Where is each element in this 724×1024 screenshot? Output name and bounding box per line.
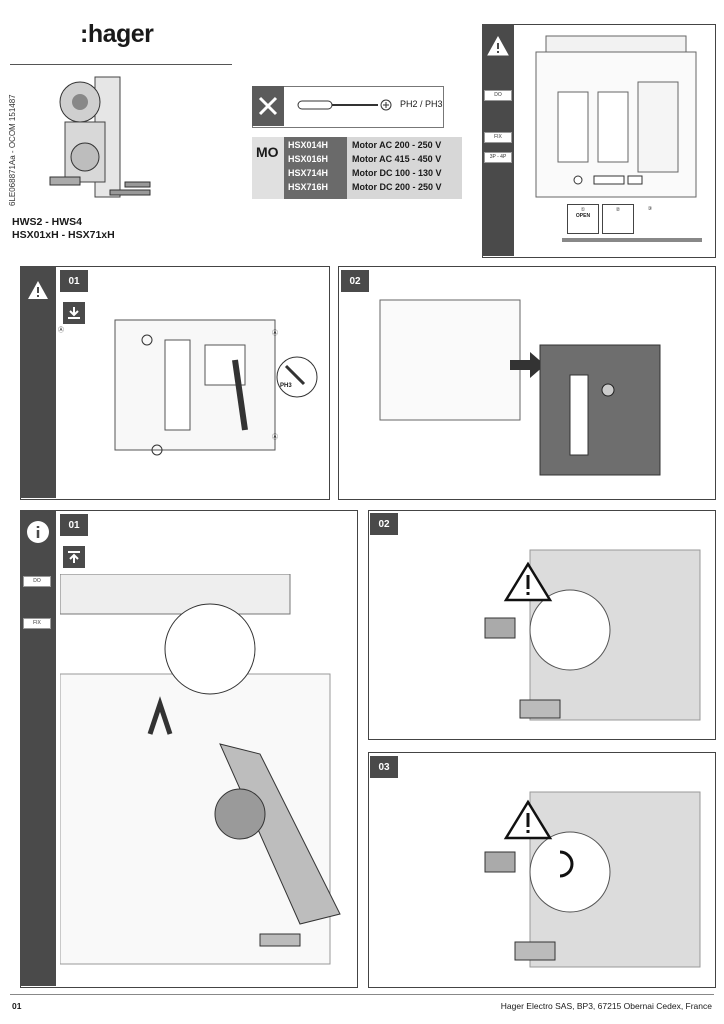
mo-desc-4: Motor DC 200 - 250 V: [352, 182, 442, 192]
mo-ref-column: [284, 137, 347, 199]
model-line-1: HWS2 - HWS4: [12, 216, 83, 228]
header-rule: [10, 64, 232, 65]
warning-icon: [487, 36, 509, 56]
hager-logo: :hager: [80, 20, 154, 48]
mo-desc-1: Motor AC 200 - 250 V: [352, 140, 442, 150]
marker-a-3: Ⓐ: [272, 435, 279, 441]
legend-bar: [562, 238, 702, 242]
legend-number-2: ②: [615, 207, 621, 213]
step-number: 03: [370, 756, 398, 778]
tools-icon: [252, 86, 284, 126]
step-number: 01: [60, 270, 88, 292]
step-panel-a-sidebar: [20, 266, 56, 498]
legend-discharge: ③: [638, 204, 662, 232]
document-reference: 6LE068871Aa - OCOM 151487: [8, 94, 17, 206]
step-number: 01: [60, 514, 88, 536]
tag-do: DO: [484, 90, 512, 101]
ph3-label: PH3: [280, 383, 292, 389]
mo-ref-2: HSX016H: [288, 154, 329, 164]
breaker-front-view: [535, 35, 697, 198]
mo-ref-3: HSX714H: [288, 168, 329, 178]
tag-fix: FIX: [23, 618, 51, 629]
mo-desc-column: [347, 137, 462, 199]
mo-desc-2: Motor AC 415 - 450 V: [352, 154, 442, 164]
marker-a-2: Ⓐ: [272, 331, 279, 337]
mo-desc-3: Motor DC 100 - 130 V: [352, 168, 442, 178]
mo-table-head: [252, 137, 284, 199]
screwdriver-size-label: PH2 / PH3: [400, 99, 443, 109]
info-icon: [27, 521, 49, 543]
screwdriver-icon: [297, 99, 392, 111]
marker-a-1: Ⓐ: [58, 328, 65, 334]
tag-poles: 3P - 4P: [484, 152, 512, 163]
legend-open-label: OPEN: [575, 213, 591, 219]
shaft-alignment-illustration: [484, 549, 701, 721]
model-line-2: HSX01xH - HSX71xH: [12, 228, 115, 241]
screwdriver-detail-circle: [276, 356, 318, 398]
legend-open-box: ① OPEN: [567, 204, 599, 234]
step-number: 02: [370, 513, 398, 535]
step-number: 02: [341, 270, 369, 292]
motor-operator-illustration: [49, 76, 151, 198]
unscrew-icon: [63, 302, 85, 324]
legend-spring-box: ②: [602, 204, 634, 234]
install-icon: [63, 546, 85, 568]
model-list: HWS2 - HWS4 HSX01xH - HSX71xH: [12, 216, 115, 241]
breaker-cover-illustration: [114, 319, 276, 456]
cover-removal-illustration: [379, 299, 661, 476]
page-number: 01: [12, 1001, 22, 1011]
mo-ref-1: HSX014H: [288, 140, 329, 150]
legend-number-1: ①: [580, 207, 586, 213]
step-panel-c-sidebar: [20, 510, 56, 986]
mo-ref-4: HSX716H: [288, 182, 329, 192]
footer-rule: [10, 994, 714, 995]
motor-install-illustration: [60, 574, 341, 965]
shaft-rotation-illustration: [484, 791, 701, 968]
mo-label: MO: [256, 144, 279, 160]
warning-icon: [28, 281, 48, 299]
tag-fix: FIX: [484, 132, 512, 143]
legend-number-3: ③: [647, 206, 653, 212]
tag-do: DO: [23, 576, 51, 587]
company-address: Hager Electro SAS, BP3, 67215 Obernai Ce…: [500, 1001, 712, 1011]
